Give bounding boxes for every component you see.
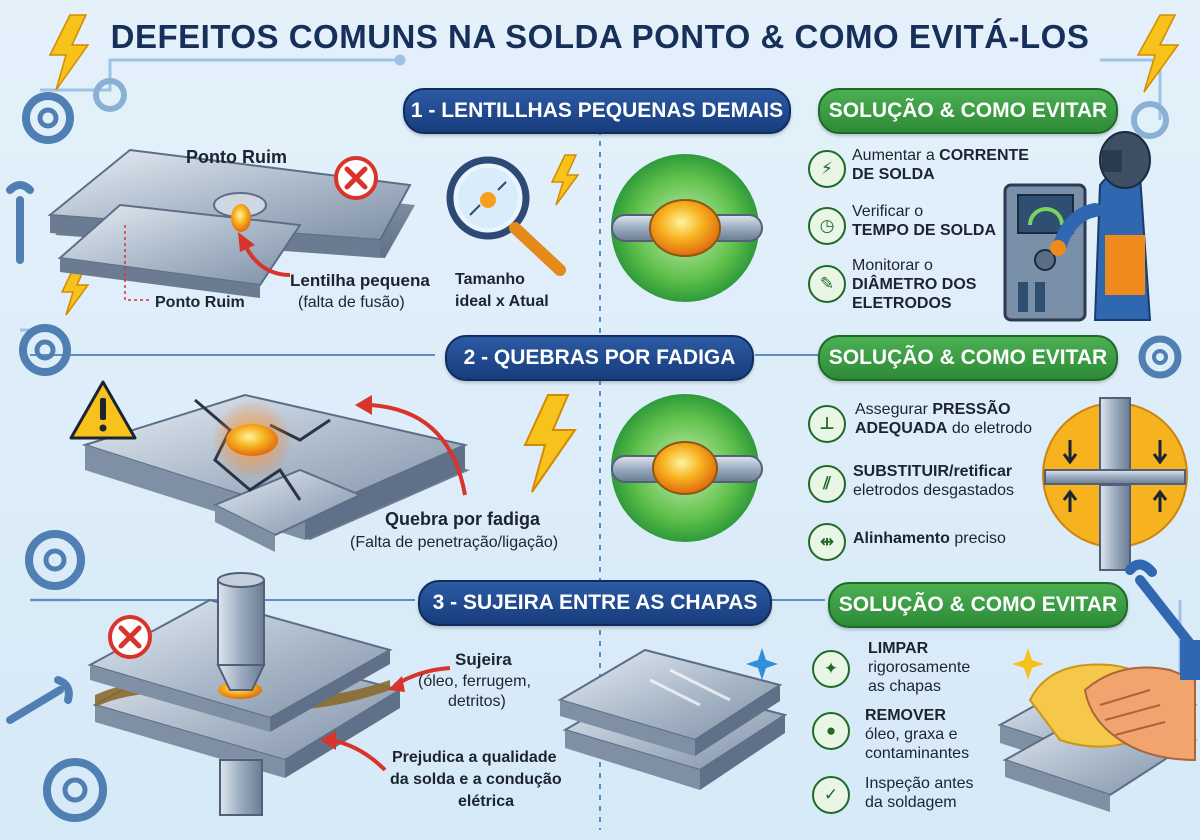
solution-text-bold: TEMPO DE SOLDA xyxy=(852,221,997,239)
solution-diametro: Monitorar o DIÂMETRO DOS ELETRODOS xyxy=(852,257,976,314)
solution-text: óleo, graxa e xyxy=(865,725,958,743)
label-sujeira: Sujeira xyxy=(455,650,512,669)
lightning-icon xyxy=(550,154,580,206)
solution-remover: REMOVER óleo, graxa e contaminantes xyxy=(865,707,969,764)
solution-text-bold: Alinhamento xyxy=(853,530,950,547)
solution-text-bold: DE SOLDA xyxy=(852,165,935,183)
warning-icon xyxy=(69,380,137,440)
section-3-solution-heading: SOLUÇÃO & COMO EVITAR xyxy=(828,582,1128,628)
sparkle-icon xyxy=(746,648,778,680)
check-icon: ✓ xyxy=(812,776,850,814)
sparkle-icon: ✦ xyxy=(812,650,850,688)
solution-text: Aumentar a xyxy=(852,147,940,164)
solution-text: da soldagem xyxy=(865,793,957,811)
lightning-icon xyxy=(523,394,577,493)
solution-text-bold: LIMPAR xyxy=(868,640,929,657)
solution-text: Monitorar o xyxy=(852,257,933,274)
solution-text: Inspeção antes xyxy=(865,775,974,792)
magnifier-icon xyxy=(446,156,566,276)
arrow xyxy=(369,403,467,496)
electrode-icon: ⫽ xyxy=(808,465,846,503)
solution-text-bold: ADEQUADA xyxy=(855,419,948,437)
solution-tempo: Verificar o TEMPO DE SOLDA xyxy=(852,203,996,241)
pointer-line xyxy=(124,225,150,301)
solution-text-bold: retificar xyxy=(953,463,1013,480)
label-tamanho: Tamanho xyxy=(455,271,525,288)
solution-text-bold: DIÂMETRO DOS xyxy=(852,275,977,293)
solution-text: preciso xyxy=(949,530,1006,547)
solution-text: rigorosamente xyxy=(868,658,971,676)
solution-text-bold: ELETRODOS xyxy=(852,294,952,312)
label-quebra-sub: (Falta de penetração/ligação) xyxy=(350,534,559,551)
label-sujeira-detail: (óleo, ferrugem, xyxy=(418,673,531,690)
contaminated-sheets xyxy=(87,572,403,816)
label-lentilha-sub: (falta de fusão) xyxy=(298,294,405,311)
solution-text-bold: SUBSTITUIR/ xyxy=(853,463,954,480)
cleaning-hand-illustration xyxy=(997,640,1200,812)
sparkle-icon xyxy=(1012,648,1044,680)
label-prejudica: da solda e a condução xyxy=(390,771,562,788)
label-ponto-ruim: Ponto Ruim xyxy=(155,294,245,311)
solution-text-bold: REMOVER xyxy=(865,707,946,724)
gear-icon xyxy=(22,92,74,144)
label-prejudica: Prejudica a qualidade xyxy=(392,749,557,766)
wrench-icon xyxy=(6,181,34,264)
gear-icon xyxy=(93,78,127,112)
label-ponto-ruim: Ponto Ruim xyxy=(186,147,287,167)
solution-corrente: Aumentar a CORRENTE DE SOLDA xyxy=(852,147,1029,185)
lightning-icon xyxy=(48,14,90,91)
weld-nugget-ideal xyxy=(611,394,763,542)
gear-icon xyxy=(1138,335,1182,379)
section-2-heading: 2 - QUEBRAS POR FADIGA xyxy=(445,335,754,381)
section-3-heading: 3 - SUJEIRA ENTRE AS CHAPAS xyxy=(418,580,772,626)
solution-text: eletrodos desgastados xyxy=(853,481,1014,499)
solution-text: as chapas xyxy=(868,677,941,695)
lightning-icon: ⚡ xyxy=(808,150,846,188)
wrench-icon xyxy=(6,676,73,724)
label-sujeira-detail: detritos) xyxy=(448,693,506,710)
gear-icon xyxy=(43,758,107,822)
wrench-icon xyxy=(1125,559,1200,655)
solution-text: Assegurar xyxy=(855,401,933,418)
section-1-heading: 1 - LENTILLHAS PEQUENAS DEMAIS xyxy=(403,88,791,134)
cracked-metal-sheets xyxy=(81,393,470,552)
solution-text-bold: CORRENTE xyxy=(939,147,1029,164)
gear-icon xyxy=(19,324,71,376)
lightning-icon xyxy=(1136,14,1180,93)
label-lentilha: Lentilha pequena xyxy=(290,271,430,290)
page-title: DEFEITOS COMUNS NA SOLDA PONTO & COMO EV… xyxy=(110,18,1090,55)
solution-substituir: SUBSTITUIR/retificar eletrodos desgastad… xyxy=(853,463,1014,501)
solution-alinhamento: Alinhamento preciso xyxy=(853,530,1006,549)
solution-text: do eletrodo xyxy=(947,419,1032,437)
label-prejudica: elétrica xyxy=(458,793,515,810)
solution-limpar: LIMPAR rigorosamente as chapas xyxy=(868,640,970,697)
close-icon xyxy=(334,156,378,200)
align-icon: ⇹ xyxy=(808,523,846,561)
pressure-icon: ⊥ xyxy=(808,405,846,443)
weld-nugget-ideal xyxy=(611,154,763,302)
solution-inspecao: Inspeção antes da soldagem xyxy=(865,775,974,813)
clean-sheets xyxy=(557,648,788,790)
solution-text: contaminantes xyxy=(865,744,970,762)
solution-pressao: Assegurar PRESSÃO ADEQUADA do eletrodo xyxy=(855,401,1032,439)
solution-text-bold: PRESSÃO xyxy=(932,401,1011,418)
welder-machine-illustration xyxy=(1003,131,1152,322)
arrow xyxy=(243,244,291,277)
solution-text: Verificar o xyxy=(852,203,924,220)
label-tamanho-2: ideal x Atual xyxy=(455,293,549,310)
section-1-solution-heading: SOLUÇÃO & COMO EVITAR xyxy=(818,88,1118,134)
close-icon xyxy=(108,615,152,659)
gear-icon xyxy=(1131,101,1169,139)
section-2-solution-heading: SOLUÇÃO & COMO EVITAR xyxy=(818,335,1118,381)
metal-sheets-bad-spot xyxy=(47,148,415,298)
electrode-pressure-diagram xyxy=(1042,397,1188,571)
gear-icon xyxy=(25,530,85,590)
label-quebra: Quebra por fadiga xyxy=(385,509,541,529)
pencil-icon: ✎ xyxy=(808,265,846,303)
clock-icon: ◷ xyxy=(808,207,846,245)
oil-drop-icon: ● xyxy=(812,712,850,750)
